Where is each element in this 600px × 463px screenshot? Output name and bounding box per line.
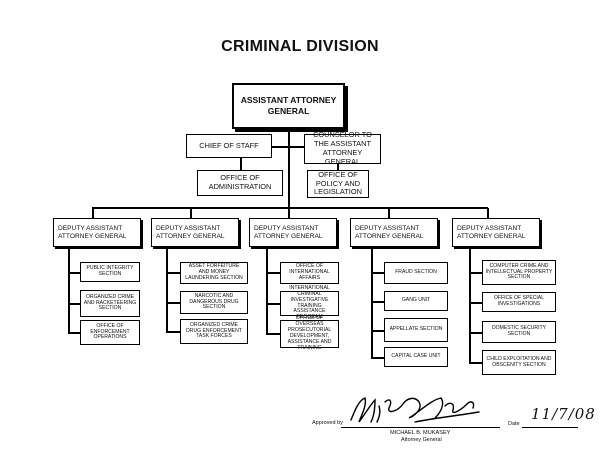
section-label: GANG UNIT xyxy=(401,297,431,304)
connector-deputy-bus xyxy=(92,207,488,209)
tee xyxy=(266,303,280,305)
office-of-policy-label: OFFICE OF POLICY AND LEGISLATION xyxy=(314,169,362,197)
date-line xyxy=(522,427,578,428)
tee xyxy=(68,272,80,274)
section-box: GANG UNIT xyxy=(384,291,448,311)
section-label: INTERNATIONAL CRIMINAL INVESTIGATIVE TRA… xyxy=(289,284,330,321)
deputy-box-4: DEPUTY ASSISTANT ATTORNEY GENERAL xyxy=(350,218,438,247)
section-box: FRAUD SECTION xyxy=(384,262,448,284)
tee xyxy=(371,330,384,332)
section-label: ORGANIZED CRIME AND RACKETEERING SECTION xyxy=(83,293,137,312)
section-box: PUBLIC INTEGRITY SECTION xyxy=(80,262,140,282)
section-box: CAPITAL CASE UNIT xyxy=(384,347,448,367)
assistant-attorney-general-label: ASSISTANT ATTORNEY GENERAL xyxy=(240,95,337,116)
chief-of-staff-box: CHIEF OF STAFF xyxy=(186,134,272,158)
tee xyxy=(266,272,280,274)
section-label: OFFICE OF INTERNATIONAL AFFAIRS xyxy=(289,263,330,281)
approved-by-label: Approved by xyxy=(312,420,343,426)
deputy-box-5: DEPUTY ASSISTANT ATTORNEY GENERAL xyxy=(452,218,540,247)
spine-group-5 xyxy=(469,247,471,363)
tee xyxy=(469,362,482,364)
signature-line xyxy=(341,427,500,428)
connector-policy xyxy=(337,163,339,170)
section-box: COMPUTER CRIME AND INTELLECTUAL PROPERTY… xyxy=(482,260,556,285)
tee xyxy=(469,302,482,304)
tee xyxy=(68,303,80,305)
counselor-box: COUNSELOR TO THE ASSISTANT ATTORNEY GENE… xyxy=(304,130,381,166)
section-label: CHILD EXPLOITATION AND OBSCENITY SECTION xyxy=(486,355,552,368)
spine-group-2 xyxy=(166,247,168,332)
tee xyxy=(469,332,482,334)
section-label: ASSET FORFEITURE AND MONEY LAUNDERING SE… xyxy=(185,263,243,281)
section-label: FRAUD SECTION xyxy=(395,269,437,276)
approver-title: Attorney General xyxy=(401,437,442,443)
deputy-label: DEPUTY ASSISTANT ATTORNEY GENERAL xyxy=(355,225,424,241)
deputy-label: DEPUTY ASSISTANT ATTORNEY GENERAL xyxy=(457,225,526,241)
office-of-administration-box: OFFICE OF ADMINISTRATION xyxy=(197,170,283,196)
assistant-attorney-general-box: ASSISTANT ATTORNEY GENERAL xyxy=(232,83,345,129)
connector-deputy-1 xyxy=(92,208,94,218)
section-label: COMPUTER CRIME AND INTELLECTUAL PROPERTY… xyxy=(485,262,553,281)
section-box: INTERNATIONAL CRIMINAL INVESTIGATIVE TRA… xyxy=(280,285,339,320)
section-box: CHILD EXPLOITATION AND OBSCENITY SECTION xyxy=(482,350,556,375)
section-box: ORGANIZED CRIME DRUG ENFORCEMENT TASK FO… xyxy=(180,319,248,344)
tee xyxy=(469,272,482,274)
tee xyxy=(371,272,384,274)
spine-group-3 xyxy=(266,247,268,334)
signature xyxy=(350,397,480,423)
deputy-label: DEPUTY ASSISTANT ATTORNEY GENERAL xyxy=(156,225,225,241)
chart-title: CRIMINAL DIVISION xyxy=(221,38,379,55)
deputy-box-1: DEPUTY ASSISTANT ATTORNEY GENERAL xyxy=(53,218,141,247)
section-label: OFFICE OF OVERSEAS PROSECUTORIAL DEVELOP… xyxy=(287,315,332,351)
connector-staff xyxy=(272,146,304,148)
spine-group-1 xyxy=(68,247,70,333)
counselor-label: COUNSELOR TO THE ASSISTANT ATTORNEY GENE… xyxy=(313,130,372,166)
connector-deputy-2 xyxy=(190,208,192,218)
section-label: OFFICE OF ENFORCEMENT OPERATIONS xyxy=(90,322,130,341)
date-value: 11/7/08 xyxy=(531,405,596,423)
section-box: ASSET FORFEITURE AND MONEY LAUNDERING SE… xyxy=(180,262,248,284)
connector-admin xyxy=(240,158,242,170)
tee xyxy=(371,357,384,359)
date-label: Date xyxy=(508,421,520,427)
connector-deputy-5 xyxy=(487,208,489,218)
section-label: PUBLIC INTEGRITY SECTION xyxy=(86,265,134,277)
section-box: OFFICE OF ENFORCEMENT OPERATIONS xyxy=(80,320,140,345)
approver-name: MICHAEL B. MUKASEY xyxy=(390,430,451,436)
tee xyxy=(166,302,180,304)
section-box: NARCOTIC AND DANGEROUS DRUG SECTION xyxy=(180,291,248,314)
section-label: DOMESTIC SECURITY SECTION xyxy=(491,325,547,337)
deputy-label: DEPUTY ASSISTANT ATTORNEY GENERAL xyxy=(58,225,127,241)
spine-group-4 xyxy=(371,247,373,358)
section-box: OFFICE OF SPECIAL INVESTIGATIONS xyxy=(482,292,556,312)
chief-of-staff-label: CHIEF OF STAFF xyxy=(199,140,259,150)
section-box: APPELLATE SECTION xyxy=(384,318,448,342)
connector-deputy-4 xyxy=(388,208,390,218)
section-box: OFFICE OF INTERNATIONAL AFFAIRS xyxy=(280,262,339,284)
office-of-administration-label: OFFICE OF ADMINISTRATION xyxy=(208,173,272,191)
connector-deputy-3 xyxy=(288,208,290,218)
section-box: DOMESTIC SECURITY SECTION xyxy=(482,321,556,343)
tee xyxy=(266,333,280,335)
tee xyxy=(371,301,384,303)
section-label: OFFICE OF SPECIAL INVESTIGATIONS xyxy=(493,295,545,307)
tee xyxy=(166,331,180,333)
connector-trunk xyxy=(288,130,290,208)
section-label: CAPITAL CASE UNIT xyxy=(391,353,441,360)
section-label: APPELLATE SECTION xyxy=(389,326,443,333)
section-label: NARCOTIC AND DANGEROUS DRUG SECTION xyxy=(189,292,239,311)
tee xyxy=(68,332,80,334)
section-label: ORGANIZED CRIME DRUG ENFORCEMENT TASK FO… xyxy=(186,321,242,340)
deputy-box-2: DEPUTY ASSISTANT ATTORNEY GENERAL xyxy=(151,218,239,247)
office-of-policy-box: OFFICE OF POLICY AND LEGISLATION xyxy=(307,170,369,198)
deputy-label: DEPUTY ASSISTANT ATTORNEY GENERAL xyxy=(254,225,323,241)
tee xyxy=(166,272,180,274)
deputy-box-3: DEPUTY ASSISTANT ATTORNEY GENERAL xyxy=(249,218,337,247)
section-box: OFFICE OF OVERSEAS PROSECUTORIAL DEVELOP… xyxy=(280,316,339,351)
section-box: ORGANIZED CRIME AND RACKETEERING SECTION xyxy=(80,290,140,317)
